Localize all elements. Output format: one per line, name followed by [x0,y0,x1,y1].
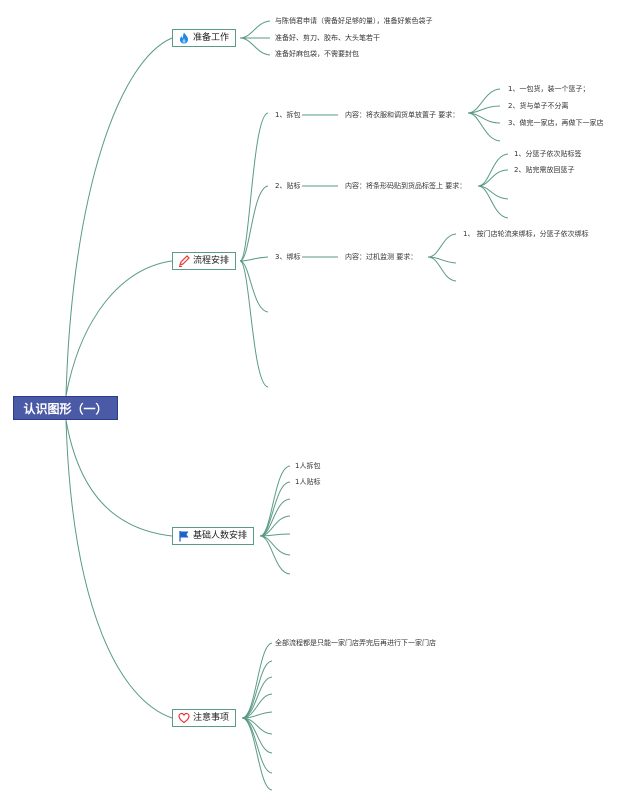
connector-line [241,660,273,719]
connector-line [241,676,273,719]
step-1-req-1: 1、一包货，装一个篮子； [508,85,590,93]
branch-prep[interactable]: 准备工作 [172,29,237,47]
connector-line [477,185,509,219]
connector-line [239,256,269,262]
branch-notes[interactable]: 注意事项 [172,709,237,727]
connector-step-2 [239,185,269,262]
step-3-label: 3、绑标 [275,253,301,261]
staff-note-1: 1人拆包 [295,462,321,470]
prep-note-3: 准备好麻包袋，不需要封包 [275,50,359,58]
connector-line [241,642,273,719]
branch-process[interactable]: 流程安排 [172,252,237,270]
connector-line [241,717,273,791]
step-3-req-1: 1、 按门店轮流来绑标，分篮子依次绑标 [463,230,589,238]
connector-line [239,260,269,313]
connector-line [259,535,291,556]
heart-icon [178,712,190,724]
root-node[interactable]: 认识图形（一） [13,396,118,420]
connector-root-staff [65,419,173,537]
connector-prep-3 [239,37,271,56]
step-1-content: 内容：将衣服和调货单放置子 要求： [345,111,460,119]
step-1-req-2: 2、货与单子不分离 [508,102,569,110]
connector-line [239,260,269,388]
notes-note-1: 全部流程都是只能一家门店弄完后再进行下一家门店 [275,639,436,647]
connector-line [259,535,291,575]
connector-line [241,693,273,719]
step-2-label: 2、贴标 [275,182,301,190]
pencil-icon [179,255,190,267]
branch-prep-label: 准备工作 [193,33,230,43]
branch-staff[interactable]: 基础人数安排 [172,527,255,545]
connector-line [259,465,291,537]
connector-step-1 [239,112,269,262]
connector-line [427,256,457,282]
step-2-req-2: 2、贴完需放回篮子 [514,166,575,174]
step-1-label: 1、拆包 [275,111,301,119]
connector-line [477,153,509,187]
staff-note-2: 1人贴标 [295,478,321,486]
connector-line [477,169,509,187]
prep-note-1: 与陈俏君申请（需备好足够的量），准备好紫色袋子 [275,17,433,25]
step-1-req-3: 3、做完一家店，再做下一家店 [508,119,604,127]
connector-line [241,717,273,754]
step-2-content: 内容：将条形码贴到货品标签上 要求： [345,182,467,190]
flag-icon [179,531,189,542]
connector-root-process [65,260,173,397]
flame-icon [180,32,188,44]
prep-note-2: 准备好、剪刀、胶布、大头笔若干 [275,34,380,42]
connector-root-notes [65,419,173,719]
branch-notes-label: 注意事项 [193,713,230,723]
connector-root-prep [65,37,173,397]
connector-line [259,481,291,537]
connector-prep-1 [239,20,271,39]
connector-line [259,498,291,537]
connector-line [427,233,457,258]
branch-staff-label: 基础人数安排 [193,531,248,541]
branch-process-label: 流程安排 [193,256,230,266]
step-3-content: 内容：过机监测 要求： [345,253,418,261]
connector-line [467,112,501,142]
step-2-req-1: 1、分篮子依次贴标签 [514,150,582,158]
